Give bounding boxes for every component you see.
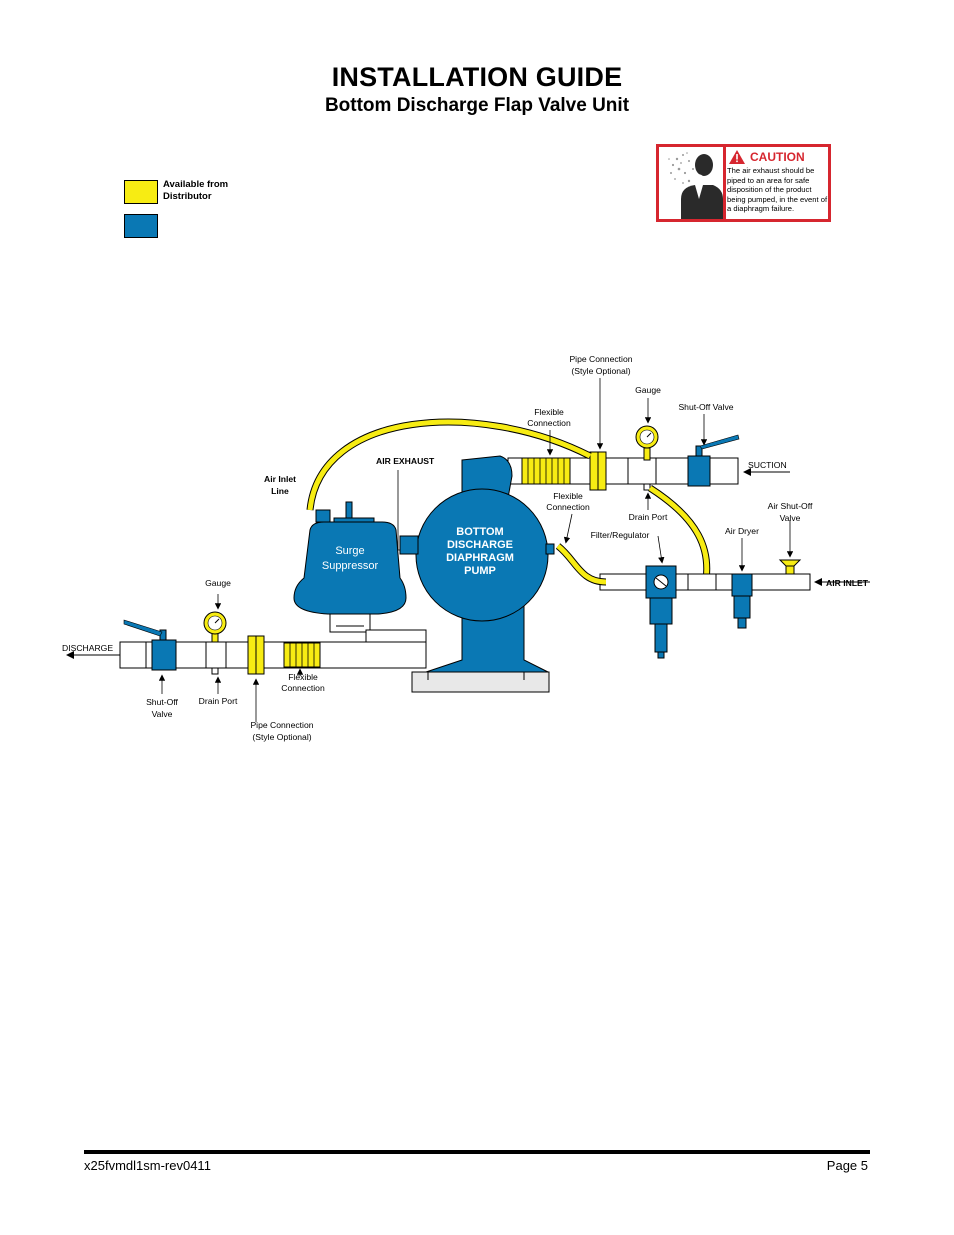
pump-label-4: PUMP <box>464 565 496 577</box>
installation-diagram: Surge Suppressor <box>62 354 870 742</box>
page-subtitle: Bottom Discharge Flap Valve Unit <box>324 95 630 116</box>
suppressor-label-2: Suppressor <box>322 560 379 572</box>
label-gauge-top: Gauge <box>635 385 661 395</box>
air-dryer <box>731 573 753 629</box>
label-flexible-top-1: Flexible <box>534 407 564 417</box>
label-drain-port-top: Drain Port <box>629 512 668 522</box>
label-air-inlet-line-1: Air Inlet <box>264 474 296 484</box>
label-shutoff-bottom-1: Shut-Off <box>146 697 178 707</box>
footer-rule <box>84 1150 870 1154</box>
label-air-shutoff-2: Valve <box>780 513 801 523</box>
label-pipe-connection-bottom-1: Pipe Connection <box>250 720 313 730</box>
legend-swatch-yellow <box>124 180 158 204</box>
page-title: INSTALLATION GUIDE <box>331 62 623 92</box>
air-shutoff-valve <box>778 559 802 575</box>
flexible-air-hose <box>556 544 607 585</box>
pipe-connection-top <box>589 451 607 491</box>
legend-label-distributor: Available from Distributor <box>163 179 229 202</box>
label-pipe-connection-bottom-2: (Style Optional) <box>252 732 311 742</box>
caution-heading: CAUTION <box>750 150 805 164</box>
label-flexible-mid-2: Connection <box>546 502 590 512</box>
label-pipe-connection-top-1: Pipe Connection <box>569 354 632 364</box>
flexible-connection-bottom <box>283 642 321 668</box>
label-discharge: DISCHARGE <box>62 643 113 653</box>
pump-label-2: DISCHARGE <box>447 539 513 551</box>
air-inlet-hose <box>307 419 592 511</box>
label-air-inlet: AIR INLET <box>826 578 869 588</box>
pump-label-3: DIAPHRAGM <box>446 552 514 564</box>
label-flexible-bottom-1: Flexible <box>288 672 318 682</box>
label-gauge-left: Gauge <box>205 578 231 588</box>
shutoff-valve-bottom <box>123 619 177 671</box>
warning-triangle-icon-svg <box>729 150 745 164</box>
label-air-shutoff-1: Air Shut-Off <box>768 501 813 511</box>
diaphragm-pump: BOTTOM DISCHARGE DIAPHRAGM PUMP <box>399 455 555 693</box>
hazard-person-icon <box>659 147 726 219</box>
label-air-dryer: Air Dryer <box>725 526 759 536</box>
footer-doc-id: x25fvmdl1sm-rev0411 <box>84 1158 211 1173</box>
legend-swatch-blue <box>124 214 158 238</box>
filter-regulator <box>645 565 677 659</box>
label-flexible-top-2: Connection <box>527 418 571 428</box>
drain-port-bottom <box>211 667 219 675</box>
gauge-bottom <box>203 611 227 643</box>
gauge-top <box>635 425 659 461</box>
label-filter-regulator: Filter/Regulator <box>591 530 650 540</box>
drain-port-top <box>643 483 651 491</box>
surge-suppressor: Surge Suppressor <box>293 501 407 633</box>
caution-text: The air exhaust should be piped to an ar… <box>727 166 828 214</box>
caution-box: CAUTION The air exhaust should be piped … <box>656 144 831 222</box>
label-air-exhaust: AIR EXHAUST <box>376 456 435 466</box>
label-air-inlet-line-2: Line <box>271 486 289 496</box>
air-line-pipe <box>599 573 811 591</box>
shutoff-valve-top <box>687 434 740 487</box>
pump-label-1: BOTTOM <box>456 526 503 538</box>
label-flexible-bottom-2: Connection <box>281 683 325 693</box>
supply-hose <box>648 485 710 581</box>
footer-page-number: Page 5 <box>826 1158 868 1173</box>
label-drain-port-bottom: Drain Port <box>199 696 238 706</box>
suppressor-label-1: Surge <box>335 545 364 557</box>
label-shutoff-bottom-2: Valve <box>152 709 173 719</box>
flexible-connection-top <box>521 457 571 485</box>
pipe-connection-bottom <box>247 635 265 675</box>
label-flexible-mid-1: Flexible <box>553 491 583 501</box>
label-shutoff-top: Shut-Off Valve <box>678 402 733 412</box>
label-suction: SUCTION <box>748 460 787 470</box>
label-pipe-connection-top-2: (Style Optional) <box>571 366 630 376</box>
